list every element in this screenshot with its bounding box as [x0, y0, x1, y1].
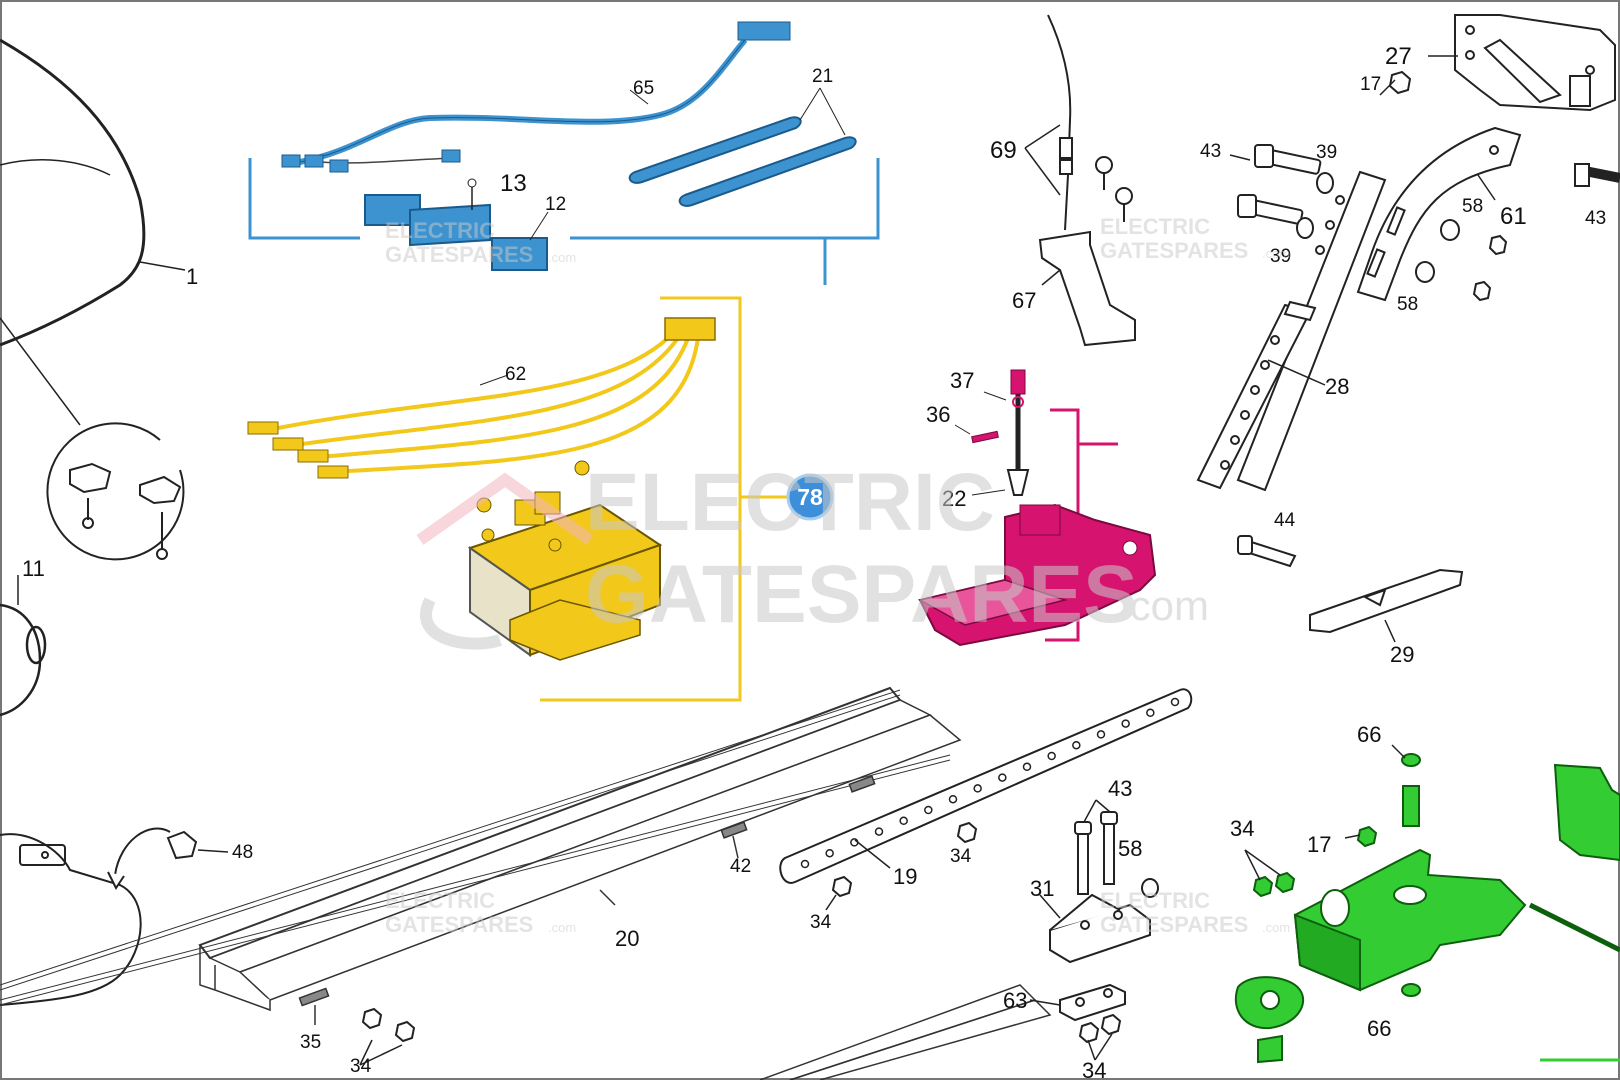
callout-28: 28	[1325, 374, 1349, 399]
strap-hole	[948, 794, 958, 804]
svg-text:.com: .com	[1262, 246, 1290, 261]
svg-text:GATESPARES: GATESPARES	[1100, 912, 1248, 937]
svg-text:ELECTRIC: ELECTRIC	[385, 888, 495, 913]
callout-11: 11	[22, 556, 45, 581]
svg-text:GATESPARES: GATESPARES	[385, 912, 533, 937]
callout-12: 12	[545, 194, 566, 215]
svg-text:GATESPARES: GATESPARES	[1100, 238, 1248, 263]
nuts-34	[359, 821, 978, 1066]
part-19-strap	[779, 688, 1193, 884]
callout-21: 21	[812, 66, 833, 87]
callout-34-low: 34	[1082, 1058, 1106, 1080]
svg-text:.com: .com	[548, 920, 576, 935]
strap-hole	[899, 816, 908, 826]
strap-hole	[1096, 730, 1106, 739]
arm-parts	[1196, 14, 1620, 492]
callout-35: 35	[300, 1032, 321, 1053]
callout-1: 1	[186, 264, 198, 289]
callout-29: 29	[1390, 642, 1414, 667]
part-31-63	[1029, 799, 1159, 1061]
watermark-main: ELECTRIC GATESPARES .com	[416, 457, 1209, 650]
callout-58-top: 58	[1462, 196, 1483, 217]
callout-58-low: 58	[1118, 836, 1142, 861]
part-44-29	[1237, 535, 1464, 643]
callout-39-top: 39	[1316, 142, 1337, 163]
callout-19: 19	[893, 864, 917, 889]
callout-36: 36	[926, 402, 950, 427]
strap-hole	[1072, 740, 1081, 750]
callout-17-top: 17	[1360, 74, 1381, 95]
badge-78: 78	[786, 473, 834, 521]
watermark-small-3: ELECTRIC GATESPARES .com	[385, 888, 576, 937]
svg-text:ELECTRIC: ELECTRIC	[1100, 214, 1210, 239]
callout-69: 69	[990, 137, 1017, 164]
callout-66-bottom: 66	[1367, 1016, 1391, 1041]
magenta-group	[917, 369, 1157, 647]
watermark-suffix: .com	[1118, 582, 1209, 629]
strap-hole	[1022, 762, 1032, 772]
callout-27: 27	[1385, 43, 1412, 70]
watermark-small-1: ELECTRIC GATESPARES .com	[385, 218, 576, 267]
callout-67: 67	[1012, 288, 1036, 313]
callout-34-right: 34	[950, 846, 972, 867]
svg-text:.com: .com	[548, 250, 576, 265]
callout-34-left: 34	[350, 1056, 372, 1077]
svg-text:GATESPARES: GATESPARES	[385, 242, 533, 267]
part-1-motor-cover	[0, 38, 186, 426]
svg-text:.com: .com	[1262, 920, 1290, 935]
callout-22: 22	[942, 486, 966, 511]
watermark-small-4: ELECTRIC GATESPARES .com	[1100, 888, 1290, 937]
strap-hole	[1121, 719, 1130, 728]
strap-hole	[1170, 697, 1180, 707]
callout-39-bottom: 39	[1270, 246, 1291, 267]
part-67-69	[1024, 14, 1136, 347]
callout-43-top: 43	[1200, 141, 1221, 162]
callout-61: 61	[1500, 203, 1527, 230]
callout-13: 13	[500, 170, 527, 197]
rail-assembly	[0, 686, 1052, 1080]
callout-42: 42	[730, 856, 751, 877]
callout-62: 62	[505, 364, 526, 385]
svg-text:ELECTRIC: ELECTRIC	[385, 218, 495, 243]
strap-hole	[998, 773, 1007, 782]
callout-44: 44	[1274, 510, 1296, 531]
strap-hole	[924, 805, 933, 815]
callout-34-mid: 34	[810, 912, 832, 933]
callout-58-mid: 58	[1397, 294, 1418, 315]
callout-20: 20	[615, 926, 639, 951]
badge-78-label: 78	[797, 484, 823, 510]
strap-hole	[973, 784, 982, 793]
callout-34-green: 34	[1230, 816, 1254, 841]
callout-43-right: 43	[1585, 208, 1606, 229]
strap-hole	[874, 827, 884, 836]
svg-text:ELECTRIC: ELECTRIC	[1100, 888, 1210, 913]
watermark-small-2: ELECTRIC GATESPARES .com	[1100, 214, 1290, 263]
watermark-line2: GATESPARES	[585, 549, 1138, 640]
callout-63: 63	[1003, 988, 1027, 1013]
watermark-line1: ELECTRIC	[585, 457, 995, 548]
strap-hole	[1146, 708, 1155, 718]
strap-hole	[825, 848, 834, 858]
strap-hole	[800, 859, 810, 869]
part-48-base	[0, 827, 229, 1006]
strap-hole	[1047, 751, 1056, 761]
green-group	[1234, 744, 1620, 1064]
part-11	[0, 575, 47, 717]
callout-66-top: 66	[1357, 722, 1381, 747]
callout-17-green: 17	[1307, 832, 1331, 857]
callout-31: 31	[1030, 876, 1054, 901]
callout-37: 37	[950, 368, 974, 393]
yellow-group	[247, 296, 788, 702]
detail-circle	[46, 422, 185, 561]
callout-48: 48	[232, 842, 253, 863]
callout-65: 65	[633, 78, 654, 99]
callout-43-mid: 43	[1108, 776, 1132, 801]
blue-group	[248, 21, 880, 285]
